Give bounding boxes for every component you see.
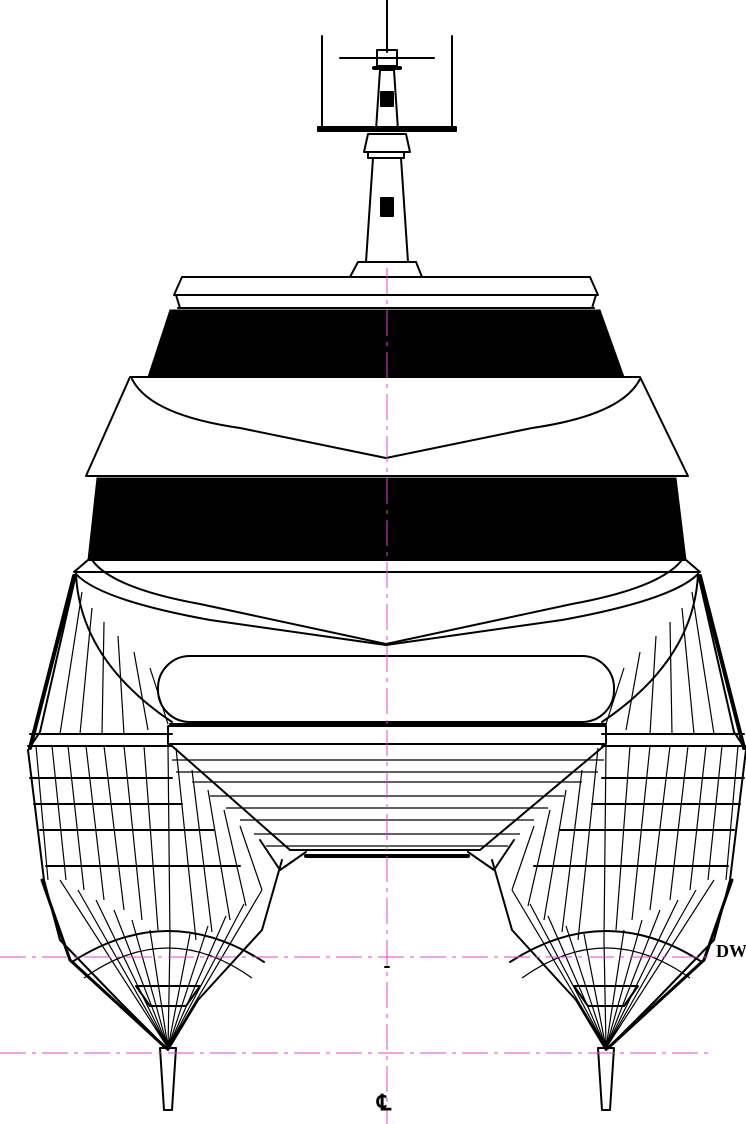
starboard-hull bbox=[491, 573, 746, 1111]
upper-deck bbox=[147, 276, 625, 378]
guide-lines bbox=[0, 268, 712, 1124]
port-hull bbox=[27, 573, 283, 1111]
lower-bow bbox=[73, 559, 701, 725]
dwl-label: DWL bbox=[716, 941, 746, 961]
mast bbox=[317, 0, 457, 278]
centerline-label: ℄ bbox=[376, 1090, 392, 1115]
upper-window-band bbox=[147, 309, 625, 378]
